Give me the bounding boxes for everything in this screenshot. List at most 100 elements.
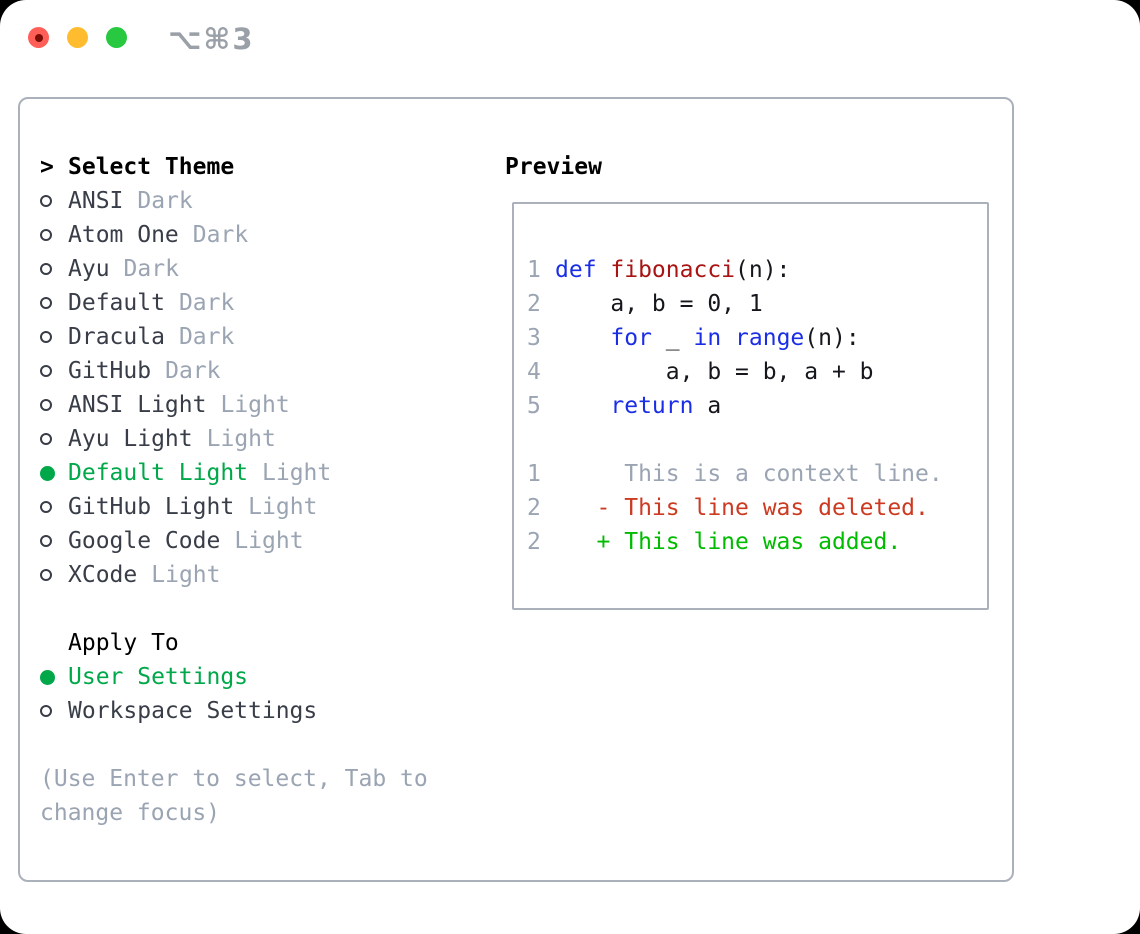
radio-circle <box>40 195 52 207</box>
spacer <box>40 592 428 626</box>
select-theme-header: > Select Theme <box>40 150 428 184</box>
theme-option-6[interactable]: ANSI Light Light <box>40 388 428 422</box>
help-text-line-1: change focus) <box>40 800 221 826</box>
preview-line-1: 2 a, b = 0, 1 <box>527 287 987 321</box>
theme-variant-tag: Dark <box>137 188 193 214</box>
preview-line-3: 4 a, b = b, a + b <box>527 355 987 389</box>
theme-option-4[interactable]: Dracula Dark <box>40 320 428 354</box>
radio-circle <box>40 465 55 481</box>
theme-option-label: ANSI <box>68 188 124 214</box>
radio-unselected-icon <box>40 501 68 513</box>
radio-unselected-icon <box>40 297 68 309</box>
preview-line-8: 2 + This line was added. <box>527 525 987 559</box>
radio-circle <box>40 535 52 547</box>
theme-variant-tag: Light <box>234 528 304 554</box>
radio-selected-icon <box>40 669 68 685</box>
code-text: return a <box>610 393 722 419</box>
line-number: 5 <box>527 393 541 419</box>
code-text: for _ in range(n): <box>610 325 860 351</box>
line-number: 2 <box>527 529 541 555</box>
radio-unselected-icon <box>40 229 68 241</box>
radio-circle <box>40 399 52 411</box>
theme-variant-tag: Light <box>220 392 290 418</box>
theme-option-0[interactable]: ANSI Dark <box>40 184 428 218</box>
theme-variant-tag: Dark <box>178 324 235 350</box>
theme-variant-tag: Light <box>248 494 318 520</box>
preview-line-4: 5 return a <box>527 389 987 423</box>
apply-to-option-label: User Settings <box>68 664 249 690</box>
radio-unselected-icon <box>40 535 68 547</box>
theme-variant-tag: Dark <box>192 222 249 248</box>
theme-option-label: GitHub <box>68 358 152 384</box>
preview-line-0: 1 def fibonacci(n): <box>527 253 987 287</box>
theme-option-3[interactable]: Default Dark <box>40 286 428 320</box>
theme-variant-tag: Dark <box>178 290 235 316</box>
radio-circle <box>40 705 52 717</box>
code-text: a, b = b, a + b <box>555 359 874 385</box>
apply-to-option-0[interactable]: User Settings <box>40 660 428 694</box>
minimize-button[interactable] <box>67 27 88 48</box>
code-text: - This line was deleted. <box>555 495 929 521</box>
close-button[interactable] <box>28 27 49 48</box>
theme-option-label: ANSI Light <box>68 392 207 418</box>
spacer <box>40 728 428 762</box>
radio-unselected-icon <box>40 705 68 717</box>
theme-variant-tag: Light <box>206 426 276 452</box>
line-number: 1 <box>527 461 541 487</box>
line-number: 1 <box>527 257 541 283</box>
line-number: 4 <box>527 359 541 385</box>
apply-to-header: Apply To <box>68 630 179 656</box>
theme-option-label: XCode <box>68 562 138 588</box>
theme-variant-tag: Light <box>262 460 332 486</box>
theme-option-label: Dracula <box>68 324 165 350</box>
radio-circle <box>40 569 52 581</box>
zoom-button[interactable] <box>106 27 127 48</box>
radio-unselected-icon <box>40 569 68 581</box>
code-text: a, b = 0, 1 <box>555 291 763 317</box>
line-number <box>527 423 555 457</box>
radio-circle <box>40 365 52 377</box>
preview-line-2: 3 for _ in range(n): <box>527 321 987 355</box>
window-title: ⌥⌘3 <box>168 22 255 56</box>
focus-arrow-icon: > <box>40 154 54 180</box>
code-text: def fibonacci(n): <box>555 257 791 283</box>
theme-variant-tag: Light <box>151 562 221 588</box>
preview-line-5 <box>527 423 987 457</box>
preview-line-6: 1 This is a context line. <box>527 457 987 491</box>
radio-selected-icon <box>40 465 68 481</box>
theme-option-label: Default <box>68 290 165 316</box>
code-text: This is a context line. <box>555 461 943 487</box>
theme-option-11[interactable]: XCode Light <box>40 558 428 592</box>
theme-option-label: Ayu <box>68 256 110 282</box>
radio-circle <box>40 229 52 241</box>
line-number: 2 <box>527 495 541 521</box>
code-text: + This line was added. <box>555 529 902 555</box>
theme-option-8[interactable]: Default Light Light <box>40 456 428 490</box>
radio-unselected-icon <box>40 195 68 207</box>
theme-option-label: Default Light <box>68 460 249 486</box>
line-number: 3 <box>527 325 541 351</box>
apply-to-option-1[interactable]: Workspace Settings <box>40 694 428 728</box>
radio-unselected-icon <box>40 399 68 411</box>
radio-unselected-icon <box>40 365 68 377</box>
radio-unselected-icon <box>40 331 68 343</box>
apply-to-option-label: Workspace Settings <box>68 698 318 724</box>
line-number: 2 <box>527 291 541 317</box>
radio-unselected-icon <box>40 433 68 445</box>
radio-circle <box>40 297 52 309</box>
preview-line-7: 2 - This line was deleted. <box>527 491 987 525</box>
